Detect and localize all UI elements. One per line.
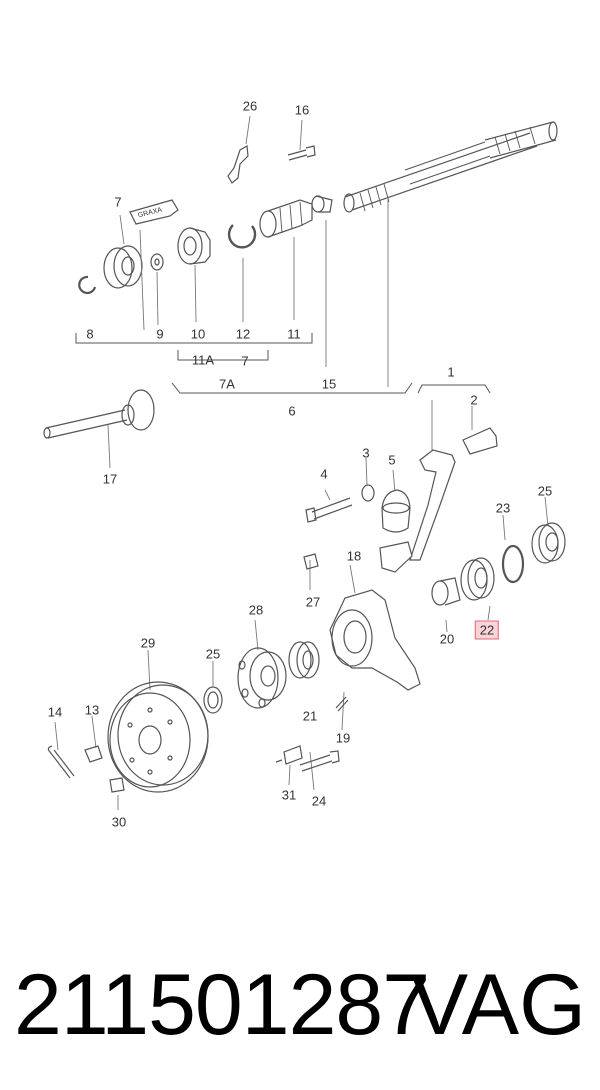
split-pin-14 [47,745,75,779]
bolt-30 [109,777,125,793]
circlip-12 [227,224,257,249]
parts-drawing [43,115,566,810]
bolt-24 [299,750,340,772]
callout-25b: 25 [205,646,221,662]
callout-12: 12 [235,326,251,342]
callout-6: 6 [288,403,296,419]
washer-3 [361,484,375,502]
callout-29: 29 [140,635,156,651]
bearing-25-outer [531,522,566,564]
bolt-31 [275,745,303,765]
rubber-buffer [381,489,411,533]
callout-21: 21 [302,708,318,724]
callout-27: 27 [305,594,321,610]
callout-15: 15 [321,376,337,392]
callout-20: 20 [439,631,455,647]
callout-17: 17 [102,471,118,487]
bush-2 [462,427,498,455]
callout-14: 14 [47,704,63,720]
callout-30: 30 [111,814,127,830]
stub-axle [43,389,155,439]
callout-3: 3 [362,445,370,461]
bracket-26 [227,145,249,184]
exploded-parts-diagram: 1 2 3 4 5 6 7 7 7A 8 9 10 11 11A 12 13 1… [43,98,566,830]
callout-13: 13 [84,702,100,718]
callout-18: 18 [346,548,362,564]
callout-26: 26 [242,98,258,114]
callout-8: 8 [86,326,94,342]
cv-joint-body [177,227,211,265]
bolt-4 [305,497,353,523]
callout-1: 1 [447,364,455,380]
steering-arm [379,449,456,573]
brake-drum [107,681,209,793]
steering-knuckle [329,589,421,691]
drive-shaft [343,121,558,213]
brand-name: VAG [410,957,586,1053]
spacer-20 [431,577,461,606]
footer: 211501287 VAG [0,955,600,1065]
callout-5: 5 [388,452,396,468]
grease-tag [129,199,179,225]
bearing-22 [460,557,495,601]
callout-11: 11 [287,326,301,342]
callout-23: 23 [495,500,511,516]
wheel-bearing-21 [288,641,320,679]
cv-joint-7 [103,245,143,289]
callout-2: 2 [470,392,478,408]
callout-31: 31 [281,787,297,803]
callout-11a: 11A [191,352,215,368]
washer-9 [150,253,164,271]
callout-22-highlighted[interactable]: 22 [474,620,500,640]
callout-7: 7 [114,194,122,210]
callout-4: 4 [320,466,328,482]
seal-25-inner [203,686,223,714]
callout-9: 9 [156,326,164,342]
wheel-hub [237,647,287,709]
snap-ring-8 [78,275,97,295]
callout-7a: 7A [219,376,235,392]
callout-16: 16 [294,102,310,118]
pin-27 [303,553,319,570]
callout-10: 10 [190,326,206,342]
nut-13 [84,745,103,763]
callout-7b: 7 [241,353,249,369]
bolt-16 [287,145,316,161]
split-pin-19 [335,696,349,712]
callout-19: 19 [335,730,351,746]
circlip-23 [501,544,525,584]
leader-lines [54,115,549,810]
callout-24: 24 [311,793,327,809]
part-number: 211501287 [14,957,430,1053]
callout-25: 25 [537,483,553,499]
cv-boot [259,195,333,238]
callout-28: 28 [248,602,264,618]
grouping-brackets [75,333,491,394]
